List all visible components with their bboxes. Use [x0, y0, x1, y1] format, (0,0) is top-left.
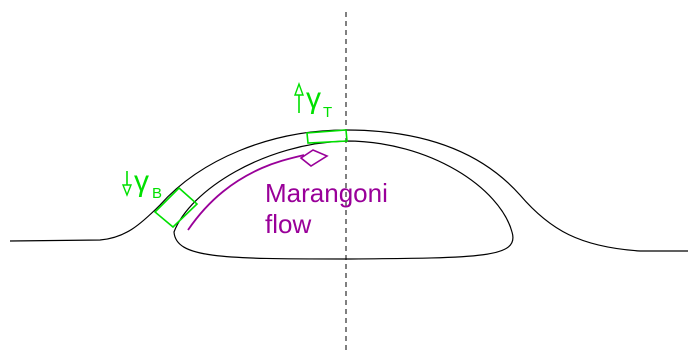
- down-arrow-icon: [123, 171, 131, 195]
- flow-label-line2: flow: [265, 209, 311, 239]
- gamma-top-label: γ: [306, 82, 321, 115]
- top-interface-marker: [307, 130, 347, 143]
- flow-label-line1: Marangoni: [265, 178, 388, 208]
- up-arrow-icon: [295, 84, 303, 113]
- gamma-bottom-label: γ: [134, 165, 149, 198]
- gamma-bottom-subscript: B: [152, 185, 162, 202]
- flow-arrowhead-icon: [301, 150, 327, 166]
- gamma-top-subscript: T: [323, 104, 332, 121]
